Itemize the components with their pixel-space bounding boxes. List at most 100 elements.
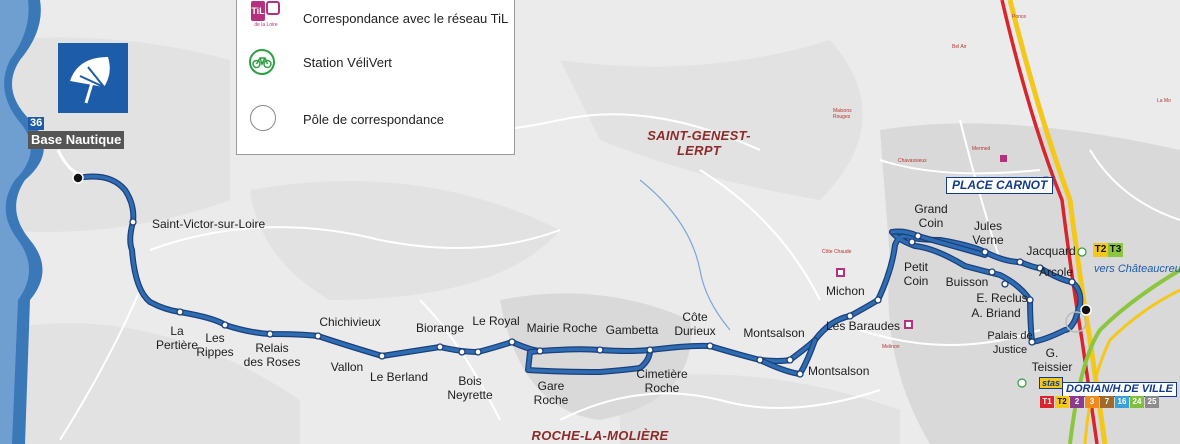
stop-marker[interactable] — [221, 321, 229, 329]
stas-logo: stas — [1039, 377, 1064, 389]
line-number-badge: 36 — [28, 117, 45, 130]
stop-marker[interactable] — [1036, 264, 1044, 272]
stop-markers — [129, 218, 1076, 378]
stop-marker[interactable] — [756, 356, 764, 364]
stop-label-cote-durieux[interactable]: Côte Durieux — [674, 310, 716, 338]
stop-label-michon[interactable]: Michon — [826, 284, 865, 298]
city-roche-la-moliere: ROCHE-LA-MOLIÈRE — [531, 428, 669, 443]
stop-marker[interactable] — [266, 330, 274, 338]
stop-marker[interactable] — [129, 218, 137, 226]
interchange-circle-icon — [250, 105, 276, 131]
place-carnot-label[interactable]: PLACE CARNOT — [946, 177, 1054, 194]
bike-station-icon — [249, 49, 275, 75]
stop-label-palais-de-justice[interactable]: Palais de Justice — [987, 330, 1033, 356]
loire-river-inner — [0, 0, 31, 444]
stop-marker[interactable] — [988, 268, 996, 276]
place-bel-air: Bel Air — [952, 44, 967, 50]
stop-marker[interactable] — [314, 332, 322, 340]
stop-label-gambetta[interactable]: Gambetta — [605, 323, 659, 337]
stop-label-petit-coin[interactable]: Petit Coin — [903, 260, 929, 288]
stop-label-saint-victor[interactable]: Saint-Victor-sur-Loire — [152, 217, 266, 231]
stop-label-le-royal[interactable]: Le Royal — [472, 314, 520, 328]
stop-marker[interactable] — [914, 232, 922, 240]
tram-badge-t3: T3 — [1108, 243, 1123, 257]
velivert-jacquard-icon — [1077, 247, 1087, 257]
tram-line-red — [1000, 0, 1099, 444]
stop-marker[interactable] — [436, 343, 444, 351]
line-badge-24: 24 — [1130, 396, 1144, 408]
til-logo-subtext: de la Loire — [254, 22, 278, 28]
stop-label-e-reclus[interactable]: E. Reclus — [976, 291, 1028, 305]
vers-chateaucreux-label: vers Châteaucreux — [1094, 263, 1180, 275]
tram-badge-t2: T2 — [1093, 243, 1108, 257]
line-badge-t1: T1 — [1040, 396, 1054, 408]
stop-marker[interactable] — [706, 342, 714, 350]
stop-marker[interactable] — [908, 238, 916, 246]
stop-label-arcole[interactable]: Arcole — [1038, 265, 1073, 279]
stop-label-a-briand[interactable]: A. Briand — [971, 306, 1021, 320]
velivert-dorian-icon — [1017, 378, 1027, 388]
til-marker-baraudes-icon — [904, 320, 913, 329]
terminus-base-nautique-icon — [72, 172, 84, 184]
stop-label-montsalson-2[interactable]: Montsalson — [808, 364, 870, 378]
dorian-hotel-de-ville-label[interactable]: DORIAN/H.DE VILLE — [1062, 382, 1177, 397]
stop-label-jules-verne[interactable]: Jules Verne — [972, 219, 1004, 247]
dorian-interchange-icon — [1065, 311, 1087, 333]
stop-marker[interactable] — [378, 352, 386, 360]
stop-marker[interactable] — [646, 346, 654, 354]
stop-marker[interactable] — [536, 347, 544, 355]
place-la-mo: La Mo — [1157, 98, 1171, 104]
stop-marker[interactable] — [1026, 296, 1034, 304]
stop-label-buisson[interactable]: Buisson — [945, 275, 989, 289]
place-chavassieux: Chavassieux — [898, 158, 927, 164]
stop-marker[interactable] — [846, 312, 854, 320]
place-cote-chaude: Côte Chaude — [822, 249, 852, 255]
stop-label-montsalson-1[interactable]: Montsalson — [743, 326, 805, 340]
stop-marker[interactable] — [1016, 258, 1024, 266]
stop-marker[interactable] — [474, 348, 482, 356]
stop-label-biorange[interactable]: Biorange — [415, 321, 465, 335]
til-logo-text: TiL — [251, 1, 265, 21]
stop-marker[interactable] — [981, 248, 989, 256]
stop-marker[interactable] — [176, 308, 184, 316]
line-badge-t2: T2 — [1055, 396, 1069, 408]
stop-marker[interactable] — [1068, 278, 1076, 286]
stop-label-jacquard[interactable]: Jacquard — [1026, 244, 1076, 258]
stop-marker[interactable] — [874, 296, 882, 304]
stop-marker[interactable] — [1028, 338, 1036, 346]
stop-marker[interactable] — [508, 338, 516, 346]
place-mermed: Mermed — [972, 146, 991, 152]
stop-label-les-baraudes[interactable]: Les Baraudes — [826, 319, 901, 333]
bus-glyph-icon — [266, 1, 280, 15]
stop-marker[interactable] — [458, 348, 466, 356]
stop-label-gare-roche[interactable]: Gare Roche — [533, 379, 569, 407]
stop-marker[interactable] — [596, 346, 604, 354]
stop-marker[interactable] — [1001, 280, 1009, 288]
stop-marker[interactable] — [786, 356, 794, 364]
legend-velivert-label: Station VéliVert — [303, 55, 392, 70]
stop-label-relais-des-roses[interactable]: Relais des Roses — [243, 341, 301, 369]
place-melinon: Melinon — [882, 344, 900, 350]
stop-label-cimetiere-roche[interactable]: Cimetière Roche — [636, 367, 688, 395]
stop-marker[interactable] — [796, 370, 804, 378]
stop-label-les-rippes[interactable]: Les Rippes — [196, 331, 234, 359]
til-marker-north-icon — [1000, 155, 1007, 162]
stop-label-chichivieux[interactable]: Chichivieux — [319, 315, 381, 329]
place-maisons-rouges: Maisons Rouges — [833, 108, 852, 120]
stop-label-la-pertiere[interactable]: La Pertière — [155, 324, 199, 352]
stop-label-vallon[interactable]: Vallon — [330, 360, 364, 374]
urban-area — [500, 123, 1180, 444]
place-north: Ponce — [1012, 14, 1027, 20]
minor-roads — [59, 113, 1180, 441]
stop-label-le-berland[interactable]: Le Berland — [369, 370, 429, 384]
city-saint-genest-lerpt: SAINT-GENEST- LERPT — [647, 128, 751, 158]
til-marker-michon-icon — [836, 268, 845, 277]
terminus-name[interactable]: Base Nautique — [28, 131, 125, 149]
stop-label-grand-coin[interactable]: Grand Coin — [914, 202, 948, 230]
stop-label-g-teissier[interactable]: G. Teissier — [1031, 346, 1073, 374]
stop-label-mairie-roche[interactable]: Mairie Roche — [526, 321, 598, 335]
stop-label-bois-neyrette[interactable]: Bois Neyrette — [447, 374, 493, 402]
line-badge-16: 16 — [1115, 396, 1129, 408]
